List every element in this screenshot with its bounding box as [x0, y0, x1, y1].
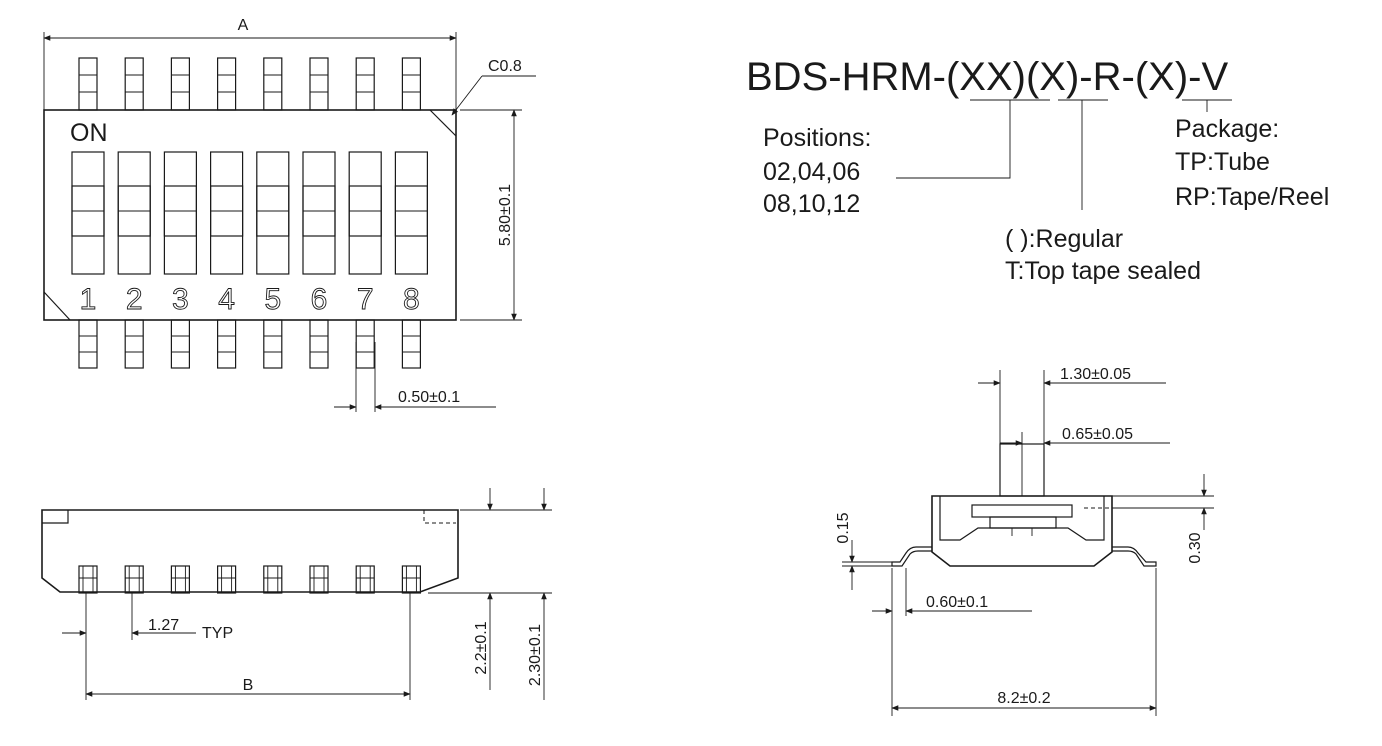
dimension-pin-width: 0.50±0.1 — [334, 342, 496, 412]
switch-number: 7 — [357, 283, 374, 316]
top-pin — [309, 57, 329, 111]
bottom-pin — [217, 319, 237, 369]
part-number-legend: BDS-HRM-(XX)(X)-R-(X)-V Positions: 02,04… — [746, 55, 1329, 285]
switch-slot — [394, 151, 428, 275]
lead-thickness-label: 0.15 — [835, 512, 852, 543]
switch-number: 3 — [172, 283, 189, 316]
dim-a-label: A — [238, 17, 249, 34]
dimension-top-offset: 0.30 — [1112, 474, 1214, 564]
switch-slot — [302, 151, 336, 275]
pin-width-label: 0.50±0.1 — [398, 389, 460, 406]
regular-option: ( ):Regular — [1005, 225, 1123, 253]
switch-number: 5 — [264, 283, 281, 316]
side-pin — [124, 565, 144, 594]
dimension-a: A — [43, 17, 457, 110]
side-pin — [78, 565, 98, 594]
positions-line-2: 08,10,12 — [763, 190, 860, 218]
foot-length-label: 0.60±0.1 — [926, 594, 988, 611]
bottom-pin — [78, 319, 98, 369]
switch-number: 4 — [218, 283, 235, 316]
switch-slot — [117, 151, 151, 275]
side-view: 1.27 TYP B 2.2±0.1 2.30±0.1 — [41, 488, 552, 700]
top-pin — [78, 57, 98, 111]
bottom-pin — [263, 319, 283, 369]
bottom-pin — [401, 319, 421, 369]
actuator-inner-label: 0.65±0.05 — [1062, 426, 1133, 443]
actuator-width-label: 1.30±0.05 — [1060, 366, 1131, 383]
switch-number: 8 — [403, 283, 420, 316]
switch-slot — [348, 151, 382, 275]
on-label: ON — [70, 119, 108, 147]
switch-slot — [163, 151, 197, 275]
dimension-actuator-width: 1.30±0.05 — [978, 366, 1166, 444]
top-offset-label: 0.30 — [1187, 532, 1204, 563]
total-height-label: 2.30±0.1 — [527, 624, 544, 686]
top-pin — [170, 57, 190, 111]
dimension-foot-length: 0.60±0.1 — [872, 568, 1032, 716]
top-pins — [78, 57, 421, 111]
end-view: 1.30±0.05 0.65±0.05 0.30 0.15 — [835, 366, 1214, 716]
bottom-pin — [355, 319, 375, 369]
dimension-actuator-inner: 0.65±0.05 — [1000, 426, 1170, 446]
part-number-code: BDS-HRM-(XX)(X)-R-(X)-V — [746, 55, 1228, 99]
switch-slots — [71, 151, 428, 275]
side-pin — [355, 565, 375, 594]
dimension-lead-thickness: 0.15 — [835, 512, 892, 590]
switch-number: 1 — [80, 283, 97, 316]
package-title: Package: — [1175, 115, 1279, 143]
dimension-pitch: 1.27 TYP — [62, 593, 233, 700]
top-pin — [217, 57, 237, 111]
switch-body — [43, 109, 457, 321]
top-tape-option: T:Top tape sealed — [1005, 257, 1201, 285]
chamfer-corner — [429, 109, 457, 137]
switch-number: 2 — [126, 283, 143, 316]
switch-number: 6 — [311, 283, 328, 316]
top-pin — [263, 57, 283, 111]
dimension-heights: 2.2±0.1 2.30±0.1 — [428, 488, 552, 700]
height-label: 5.80±0.1 — [497, 184, 514, 246]
positions-title: Positions: — [763, 124, 871, 152]
top-pin — [401, 57, 421, 111]
chamfer-label: C0.8 — [488, 58, 522, 75]
bottom-pin — [170, 319, 190, 369]
bottom-pin — [124, 319, 144, 369]
bottom-pins — [78, 319, 421, 369]
top-pin — [124, 57, 144, 111]
switch-slot — [210, 151, 244, 275]
package-reel: RP:Tape/Reel — [1175, 183, 1329, 211]
top-pin — [355, 57, 375, 111]
side-pin — [401, 565, 421, 594]
dim-b-label: B — [243, 677, 254, 694]
dimension-height: 5.80±0.1 — [460, 109, 522, 321]
side-pin — [170, 565, 190, 594]
body-height-label: 2.2±0.1 — [473, 621, 490, 674]
pitch-label: 1.27 — [148, 617, 179, 634]
side-pin — [263, 565, 283, 594]
side-pin — [309, 565, 329, 594]
package-tube: TP:Tube — [1175, 148, 1270, 176]
positions-line-1: 02,04,06 — [763, 158, 860, 186]
switch-slot — [256, 151, 290, 275]
pitch-typ-label: TYP — [202, 625, 233, 642]
side-pin — [217, 565, 237, 594]
dimension-b: B — [85, 593, 411, 700]
pin1-corner — [43, 291, 71, 321]
switch-slot — [71, 151, 105, 275]
overall-width-label: 8.2±0.2 — [997, 690, 1050, 707]
chamfer-callout: C0.8 — [451, 58, 536, 116]
bottom-pin — [309, 319, 329, 369]
dimension-overall-width: 8.2±0.2 — [891, 568, 1157, 716]
side-pins — [78, 565, 421, 594]
